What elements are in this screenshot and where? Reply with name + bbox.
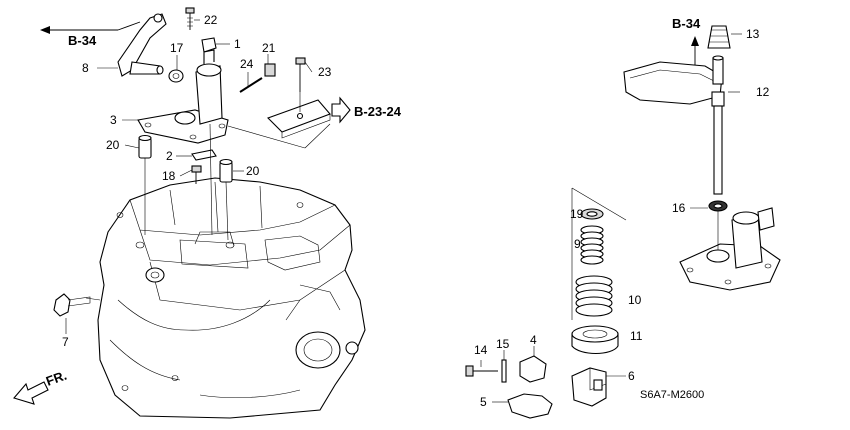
part-16-seal — [690, 200, 728, 212]
part-13-boot — [707, 25, 742, 49]
part-7-bolt — [53, 293, 91, 317]
callout-labels: 1 2 3 4 5 6 7 8 9 10 11 12 13 14 15 16 1… — [62, 13, 770, 409]
part-17-seal — [168, 69, 184, 83]
b34-left-arrow — [40, 21, 141, 34]
callout-12: 12 — [756, 85, 770, 99]
diagram-code: S6A7-M2600 — [640, 389, 704, 401]
middle-guide-lines — [571, 187, 627, 320]
callout-10: 10 — [628, 293, 642, 307]
left-leader-lines — [65, 19, 331, 334]
front-arrow — [13, 381, 49, 405]
part-20-dowel-right — [219, 158, 233, 183]
part-6-holder — [571, 367, 626, 407]
callout-19: 19 — [570, 207, 584, 221]
part-21-plug — [264, 63, 276, 77]
callout-2: 2 — [166, 149, 173, 163]
callout-3: 3 — [110, 113, 117, 127]
bracket-plate — [266, 99, 331, 139]
callout-9: 9 — [574, 237, 581, 251]
b2324-arrow — [331, 96, 351, 124]
callout-7: 7 — [62, 335, 69, 349]
ref-b34-left: B-34 — [68, 33, 97, 48]
part-5-fork — [492, 393, 553, 419]
part-15-washer — [501, 350, 507, 383]
callout-20-right: 20 — [246, 164, 260, 178]
callout-4: 4 — [530, 333, 537, 347]
part-14-bolt — [465, 360, 498, 377]
callout-22: 22 — [204, 13, 218, 27]
callout-24: 24 — [240, 57, 254, 71]
part-10-spring — [575, 275, 613, 317]
transmission-case — [85, 177, 366, 419]
callout-5: 5 — [480, 395, 487, 409]
callout-8: 8 — [82, 61, 89, 75]
callout-20-left: 20 — [106, 138, 120, 152]
part-8-shift-arm — [117, 13, 167, 77]
part-18-bolt — [191, 165, 202, 184]
callout-13: 13 — [746, 27, 760, 41]
callout-11: 11 — [630, 329, 643, 343]
part-22-bolt — [185, 7, 195, 30]
part-11-seat — [571, 325, 619, 355]
callout-21: 21 — [262, 41, 276, 55]
part-19-washer — [580, 208, 604, 220]
callout-17: 17 — [170, 41, 184, 55]
callout-1: 1 — [234, 37, 241, 51]
callout-23: 23 — [318, 65, 332, 79]
part-12-shift-rod — [623, 55, 740, 195]
callout-15: 15 — [496, 337, 510, 351]
part-4-fork-guide — [519, 346, 547, 383]
right-housing — [679, 207, 781, 291]
ref-b34-right: B-34 — [672, 16, 701, 31]
callout-16: 16 — [672, 201, 686, 215]
part-24-pin — [239, 77, 263, 93]
callout-14: 14 — [474, 343, 488, 357]
part-20-dowel-left — [138, 134, 152, 159]
part-1-cap — [201, 37, 217, 53]
ref-b2324: B-23-24 — [354, 104, 402, 119]
front-label: FR. — [44, 368, 69, 389]
callout-6: 6 — [628, 369, 635, 383]
part-23-bolt — [295, 57, 306, 92]
callout-18: 18 — [162, 169, 176, 183]
part-9-spring — [580, 225, 604, 265]
part-2-clip — [191, 149, 217, 161]
part-3-housing — [137, 49, 229, 144]
